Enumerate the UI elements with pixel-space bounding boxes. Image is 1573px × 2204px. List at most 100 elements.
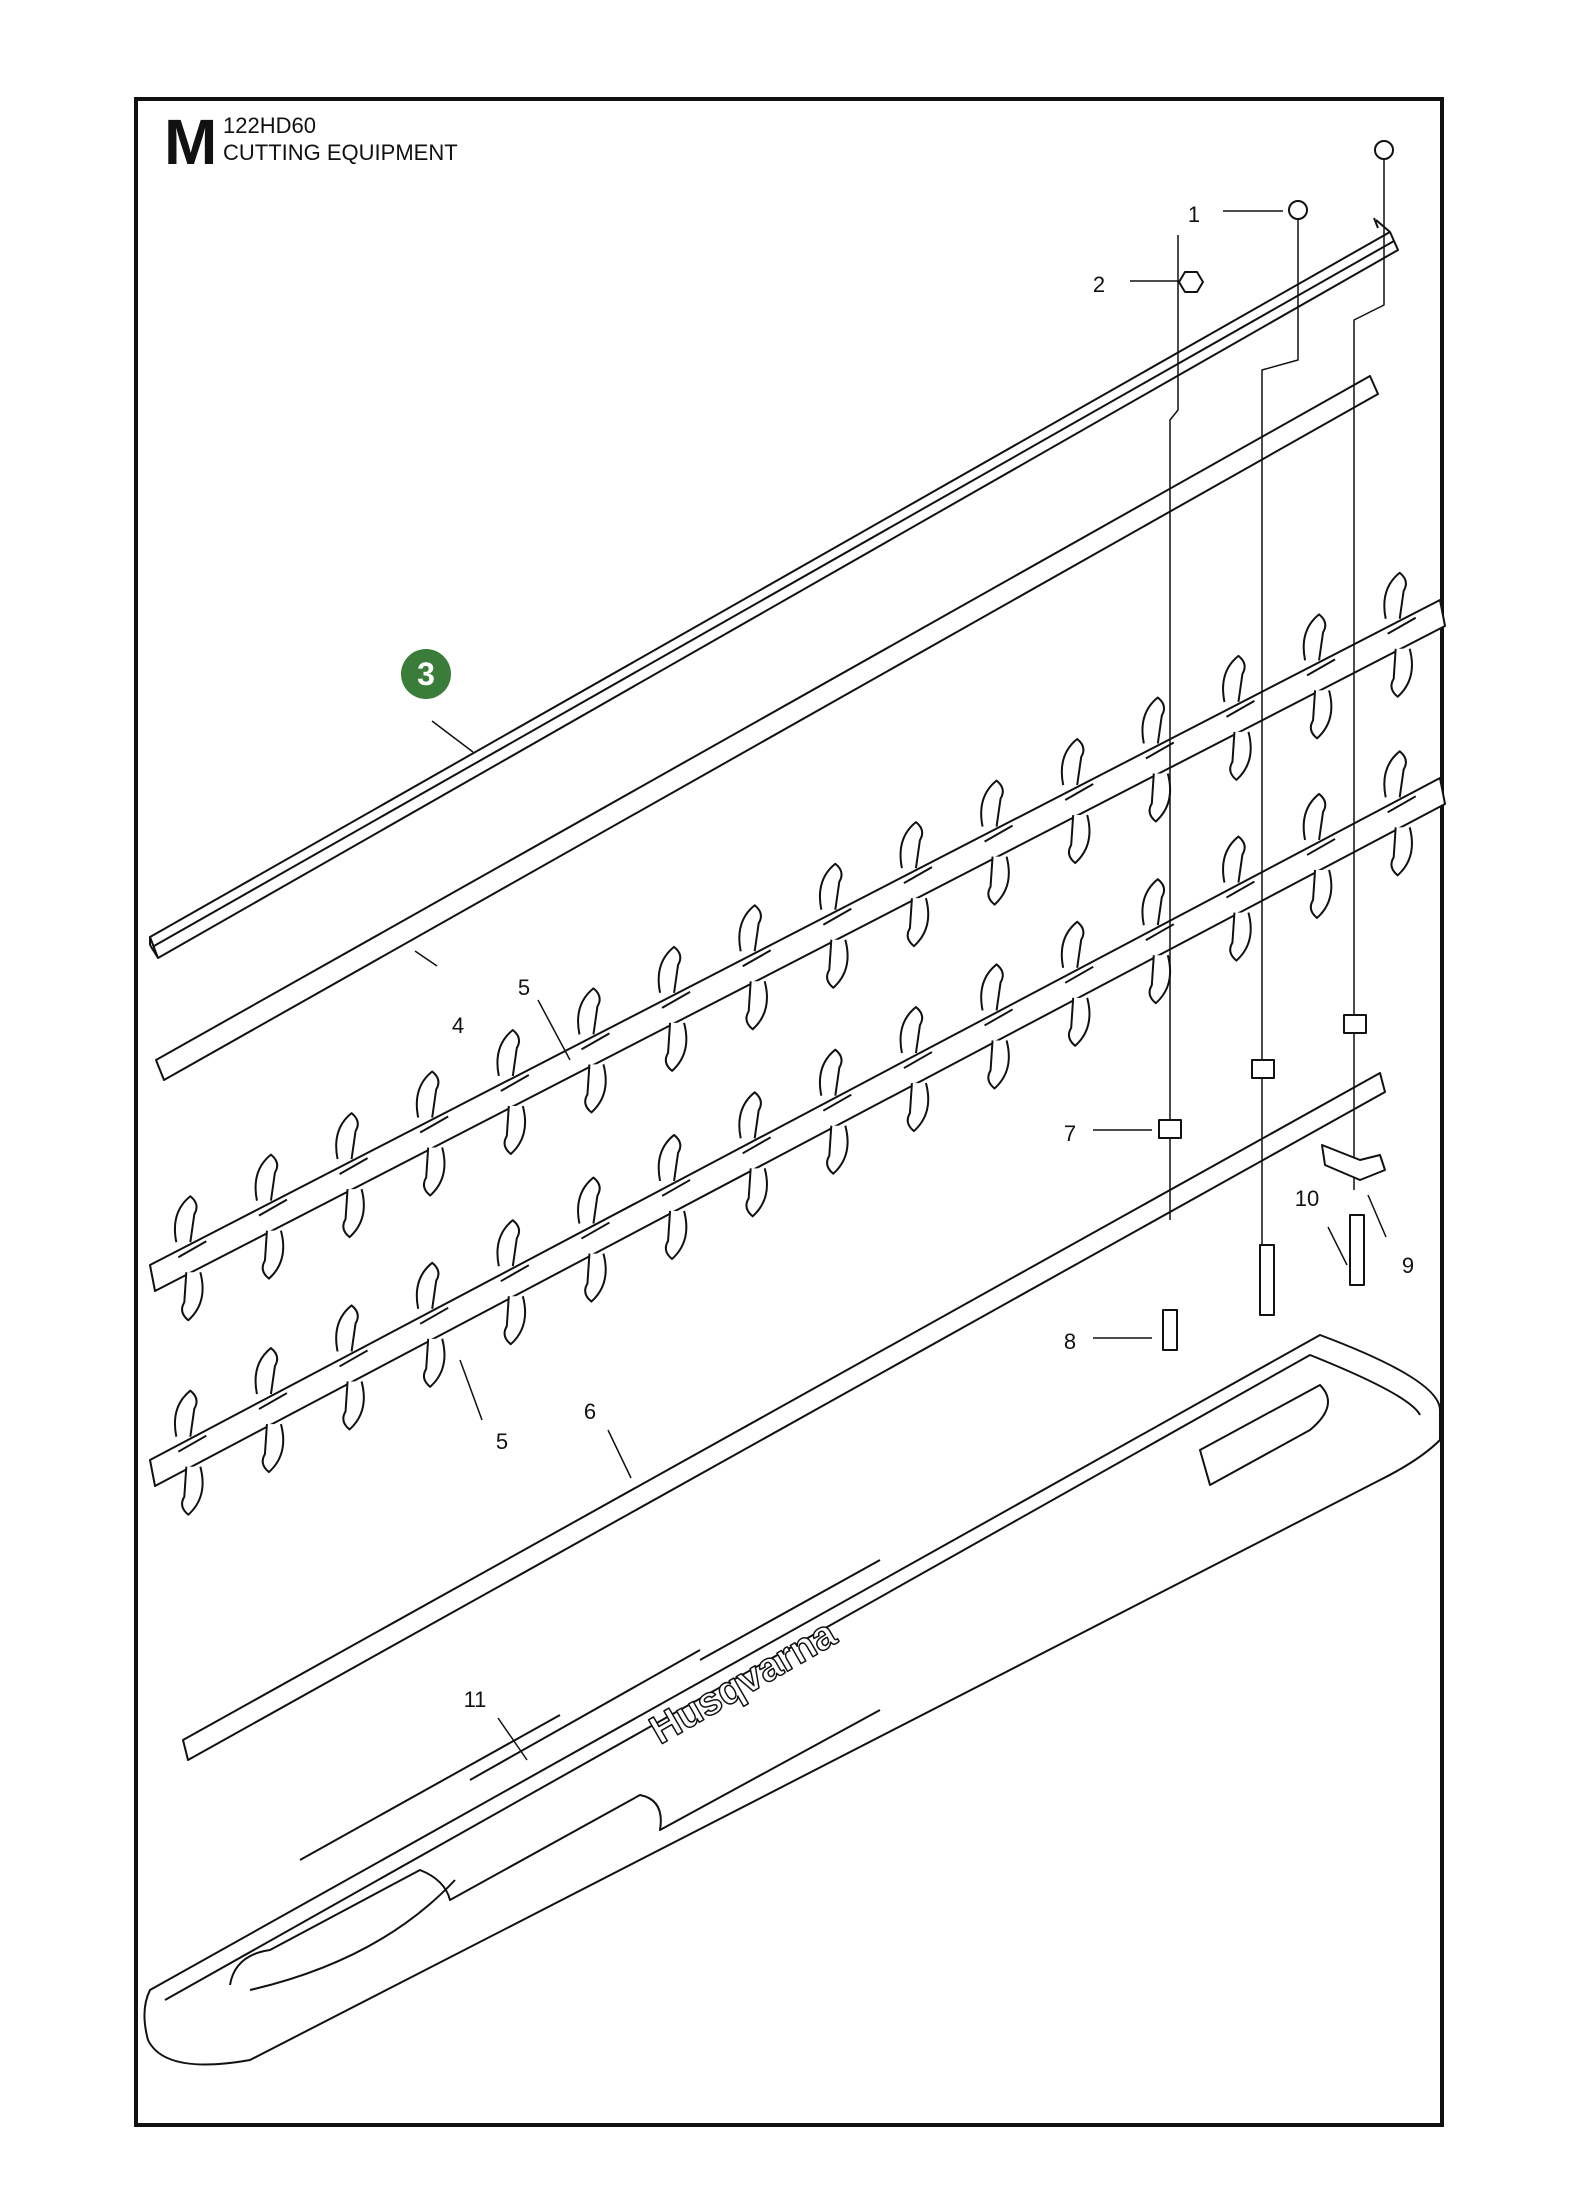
blade-tooth <box>987 856 1010 906</box>
blade-tooth <box>415 1261 440 1310</box>
callout-1: 1 <box>1187 202 1201 227</box>
blade-slot <box>984 1008 1014 1027</box>
blade-slot <box>339 1349 369 1368</box>
blade-tooth <box>738 904 762 952</box>
blade-band <box>149 777 1446 1487</box>
blade-tooth <box>1229 731 1252 781</box>
blade-tooth <box>657 1133 682 1182</box>
lower-blade-part <box>149 750 1446 1516</box>
section-letter: M <box>164 106 218 178</box>
blade-tooth <box>584 1064 607 1114</box>
blade-tooth <box>1383 750 1407 798</box>
blade-tooth <box>987 1040 1010 1090</box>
blade-tooth <box>342 1188 365 1239</box>
blade-slot <box>1145 741 1175 760</box>
blade-slot <box>419 1115 449 1134</box>
blade-cover-part <box>143 1334 1441 2066</box>
blade-slot <box>903 866 933 885</box>
blade-tooth <box>1067 814 1091 865</box>
blade-tooth <box>664 1210 688 1260</box>
blade-tooth <box>664 1022 688 1072</box>
blade-slot <box>580 1032 610 1051</box>
blade-tooth <box>173 1195 198 1243</box>
blade-tooth <box>254 1347 279 1395</box>
blade-slot <box>1306 838 1336 856</box>
blade-slot <box>742 949 772 968</box>
blade-tooth <box>980 779 1004 827</box>
blade-slot <box>822 1093 852 1112</box>
blade-tooth <box>1302 792 1327 841</box>
blade-tooth <box>415 1070 440 1118</box>
blade-slot <box>177 1434 207 1453</box>
blade-tooth <box>577 1176 601 1224</box>
upper-blade-part <box>149 571 1446 1322</box>
assembly-lines <box>1169 155 1385 1250</box>
blade-tooth <box>738 1091 762 1139</box>
callout-11: 11 <box>463 1687 487 1712</box>
blade-tooth <box>181 1466 204 1516</box>
lower-plate-part <box>182 1072 1386 1761</box>
callout-5-upper: 5 <box>517 975 531 1000</box>
blade-slot <box>1387 795 1417 814</box>
blade-tooth <box>503 1105 527 1155</box>
blade-tooth <box>818 1048 843 1096</box>
blade-slot <box>1225 880 1255 899</box>
blade-tooth <box>173 1389 198 1437</box>
blade-slot <box>822 907 852 926</box>
blade-slot <box>742 1136 772 1155</box>
blade-slot <box>419 1306 449 1325</box>
model-number: 122HD60 <box>223 113 316 138</box>
blade-tooth <box>1141 878 1166 926</box>
section-title: CUTTING EQUIPMENT <box>223 140 458 165</box>
blade-slot <box>580 1221 610 1240</box>
blade-tooth <box>818 862 843 910</box>
drawing-frame <box>134 97 1444 2127</box>
blade-tooth <box>335 1304 359 1352</box>
blade-tooth <box>1229 912 1252 962</box>
blade-slot <box>984 824 1014 843</box>
blade-tooth <box>1060 920 1085 969</box>
blade-tooth <box>422 1147 446 1197</box>
blade-tooth <box>254 1153 279 1201</box>
blade-tooth <box>745 981 768 1031</box>
blade-tooth <box>1141 696 1166 744</box>
blade-tooth <box>826 1125 849 1175</box>
blade-tooth <box>1302 613 1327 661</box>
blade-tooth <box>1148 954 1172 1005</box>
blade-tooth <box>584 1253 607 1303</box>
fasteners <box>1158 140 1394 1351</box>
blade-tooth <box>1309 690 1333 740</box>
callout-6: 6 <box>583 1399 597 1424</box>
blade-tooth <box>1390 827 1413 877</box>
blade-slot <box>258 1392 288 1410</box>
blade-tooth <box>1309 869 1333 919</box>
blade-slot <box>339 1157 369 1175</box>
callout-8: 8 <box>1063 1329 1077 1354</box>
guide-rail-part <box>149 217 1399 959</box>
blade-slot <box>661 990 691 1009</box>
blade-tooth <box>261 1230 285 1280</box>
blade-tooth <box>342 1381 365 1431</box>
blade-tooth <box>1148 773 1172 823</box>
blade-tooth <box>980 963 1004 1011</box>
blade-tooth <box>1222 654 1246 703</box>
blade-slot <box>177 1240 207 1259</box>
blade-slot <box>500 1264 530 1283</box>
callout-10: 10 <box>1294 1186 1320 1211</box>
blade-tooth <box>1222 835 1246 883</box>
callout-4: 4 <box>451 1013 465 1038</box>
blade-tooth <box>1060 738 1085 786</box>
blade-tooth <box>906 897 930 948</box>
blade-slot <box>661 1179 691 1197</box>
blade-tooth <box>1390 648 1413 698</box>
blade-tooth <box>745 1168 768 1218</box>
blade-tooth <box>1383 571 1407 619</box>
callout-9: 9 <box>1401 1253 1415 1278</box>
blade-tooth <box>335 1112 359 1160</box>
blade-slot <box>903 1051 933 1069</box>
leader-lines <box>414 210 1387 1761</box>
blade-band <box>149 599 1446 1292</box>
blade-slot <box>258 1198 288 1217</box>
blade-tooth <box>422 1338 446 1388</box>
